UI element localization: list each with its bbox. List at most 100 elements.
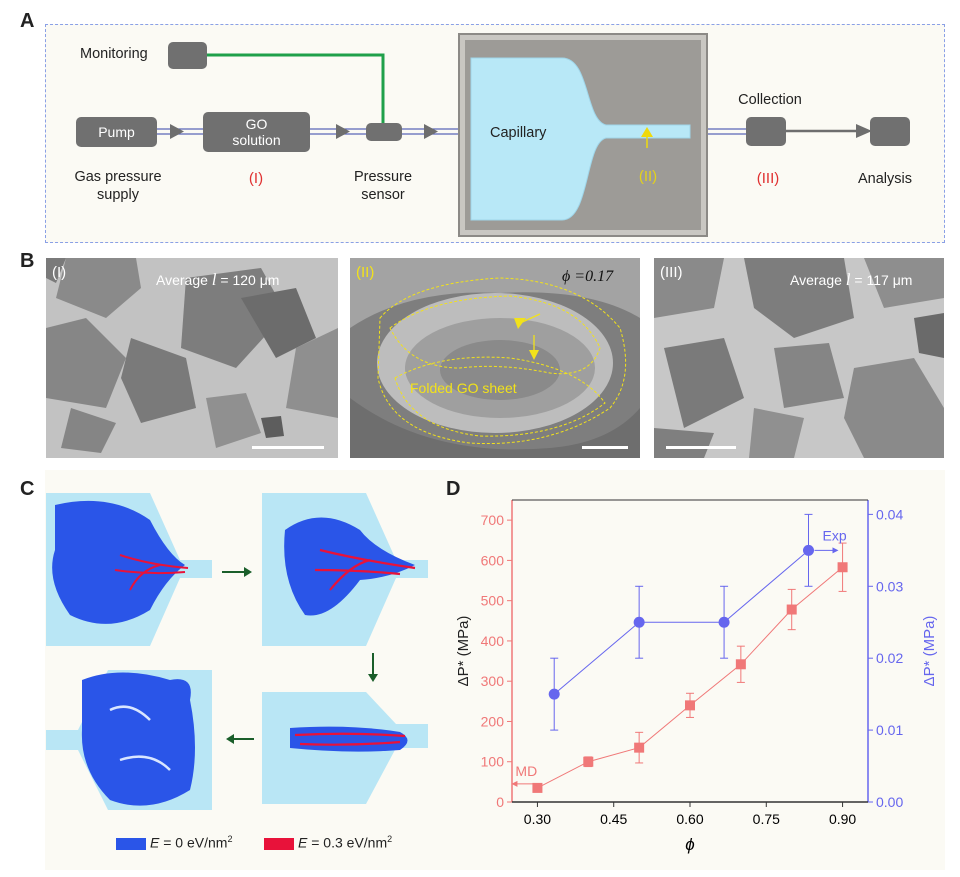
- sem-image-1-flakes: [46, 258, 338, 453]
- x-tick-label: 0.75: [753, 811, 780, 827]
- y-left-tick-label: 200: [481, 713, 505, 729]
- y-left-tick-label: 700: [481, 512, 505, 528]
- analysis-label: Analysis: [858, 171, 912, 187]
- data-point-md: [583, 756, 594, 767]
- sem-image-2: (II) ϕ =0.17 Folded GO sheet: [350, 258, 640, 458]
- data-point-exp: [802, 544, 814, 556]
- sem-3-average-prefix: Average: [790, 272, 842, 288]
- collection-label: Collection: [738, 92, 802, 108]
- pressure-line1: Pressure: [353, 169, 413, 185]
- pressure-sensor-label: Pressure sensor: [335, 168, 431, 204]
- panel-c-letter: C: [20, 478, 35, 500]
- sem-image-3: (III) Average l = 117 μm: [654, 258, 944, 458]
- stage-1-label: (I): [248, 170, 264, 187]
- x-axis-label: ϕ: [685, 835, 694, 854]
- y-left-tick-label: 100: [481, 754, 505, 770]
- y-right-tick-label: 0.04: [876, 506, 903, 522]
- y-right-tick-label: 0.00: [876, 794, 903, 810]
- stage-2-arrowhead: [641, 127, 653, 137]
- legend-red-swatch: [264, 838, 294, 850]
- sem-2-annotation: Folded GO sheet: [410, 380, 517, 396]
- y-left-tick-label: 600: [481, 552, 505, 568]
- go-solution-line1: GO: [245, 116, 268, 132]
- sem-2-stage: (II): [356, 264, 375, 281]
- panel-a-letter: A: [20, 10, 35, 32]
- md-arrow-2-head: [368, 674, 378, 682]
- x-tick-label: 0.60: [676, 811, 703, 827]
- y-left-tick-label: 500: [481, 593, 505, 609]
- pump-label: Pump: [98, 124, 135, 140]
- collection-arrow-head: [856, 124, 872, 138]
- pump-box: Pump: [76, 117, 157, 147]
- series-label-md: MD: [515, 763, 537, 779]
- monitoring-line: [207, 53, 385, 123]
- legend-blue-var: E: [150, 834, 160, 851]
- sem-3-symbol: l: [845, 270, 851, 289]
- sem-3-value: = 117 μm: [854, 272, 913, 288]
- capillary-label: Capillary: [490, 125, 547, 141]
- md-snapshots: [46, 493, 428, 810]
- series-line-exp: [553, 549, 809, 695]
- go-solution-line2: solution: [232, 132, 281, 148]
- series-label-exp: Exp: [822, 527, 846, 543]
- data-point-md: [735, 659, 746, 670]
- data-point-md: [634, 742, 645, 753]
- legend-red-label: E = 0.3 eV/nm2: [298, 834, 392, 851]
- y-left-tick-label: 300: [481, 673, 505, 689]
- flow-arrows: [170, 124, 438, 139]
- gas-supply-label: Gas pressure supply: [63, 168, 173, 204]
- sem-1-value: = 120 μm: [220, 272, 280, 288]
- series-line-md: [537, 566, 843, 789]
- sem-3-scale-bar: [666, 446, 736, 449]
- stage-2-label: (II): [638, 168, 658, 185]
- y-right-tick-label: 0.01: [876, 722, 903, 738]
- data-point-md: [685, 700, 695, 711]
- sem-image-2-texture: [350, 258, 640, 458]
- md-snapshot-4: [46, 670, 212, 810]
- legend-blue-swatch: [116, 838, 146, 850]
- panel-a-connections: [157, 33, 872, 237]
- data-point-exp: [548, 688, 560, 700]
- panel-d-letter: D: [446, 478, 461, 500]
- legend-red-text: = 0.3 eV/nm: [311, 834, 388, 851]
- data-point-md: [532, 782, 543, 793]
- sem-image-3-flakes: [654, 258, 944, 458]
- monitoring-box: [168, 42, 207, 69]
- y-right-tick-label: 0.02: [876, 650, 903, 666]
- sem-2-phi: ϕ =0.17: [562, 268, 614, 285]
- panel-b-letter: B: [20, 250, 35, 272]
- sem-image-1: (I) Average l = 120 μm: [46, 258, 338, 458]
- x-tick-label: 0.45: [600, 811, 627, 827]
- x-tick-label: 0.30: [524, 811, 551, 827]
- pressure-line2: sensor: [361, 187, 405, 203]
- sem-3-average: Average l = 117 μm: [790, 270, 912, 290]
- legend-blue-text: = 0 eV/nm: [163, 834, 228, 851]
- sem-1-scale-bar: [252, 446, 324, 449]
- legend-red-var: E: [298, 834, 308, 851]
- data-point-md: [786, 604, 797, 615]
- sem-1-average: Average l = 120 μm: [156, 270, 279, 290]
- md-arrow-3-head: [226, 734, 234, 744]
- legend-blue-sup: 2: [227, 834, 233, 844]
- y-left-axis-label: ΔP* (MPa): [455, 616, 472, 687]
- sem-1-average-prefix: Average: [156, 272, 208, 288]
- sem-2-scale-bar: [582, 446, 628, 449]
- chart-d: 0.30 0.45 0.60 0.75 0.90 0 100 200 300 400 500 600 7…: [455, 499, 938, 854]
- monitoring-label: Monitoring: [80, 46, 148, 62]
- analysis-box: [870, 117, 910, 146]
- gas-supply-line1: Gas pressure: [74, 169, 162, 185]
- data-point-md: [837, 562, 848, 573]
- collection-box: [746, 117, 786, 146]
- md-snapshot-3: [262, 692, 428, 804]
- pressure-sensor-box: [366, 123, 402, 141]
- y-left-tick-label: 0: [496, 794, 504, 810]
- gas-supply-line2: supply: [97, 187, 139, 203]
- sem-3-stage: (III): [660, 264, 683, 281]
- sem-1-symbol: l: [211, 270, 217, 289]
- capillary-channel: [470, 57, 691, 221]
- y-left-tick-label: 400: [481, 633, 505, 649]
- exp-pointer-head: [832, 547, 839, 554]
- x-tick-label: 0.90: [829, 811, 856, 827]
- data-point-exp: [718, 616, 730, 628]
- sem-1-stage: (I): [52, 264, 67, 281]
